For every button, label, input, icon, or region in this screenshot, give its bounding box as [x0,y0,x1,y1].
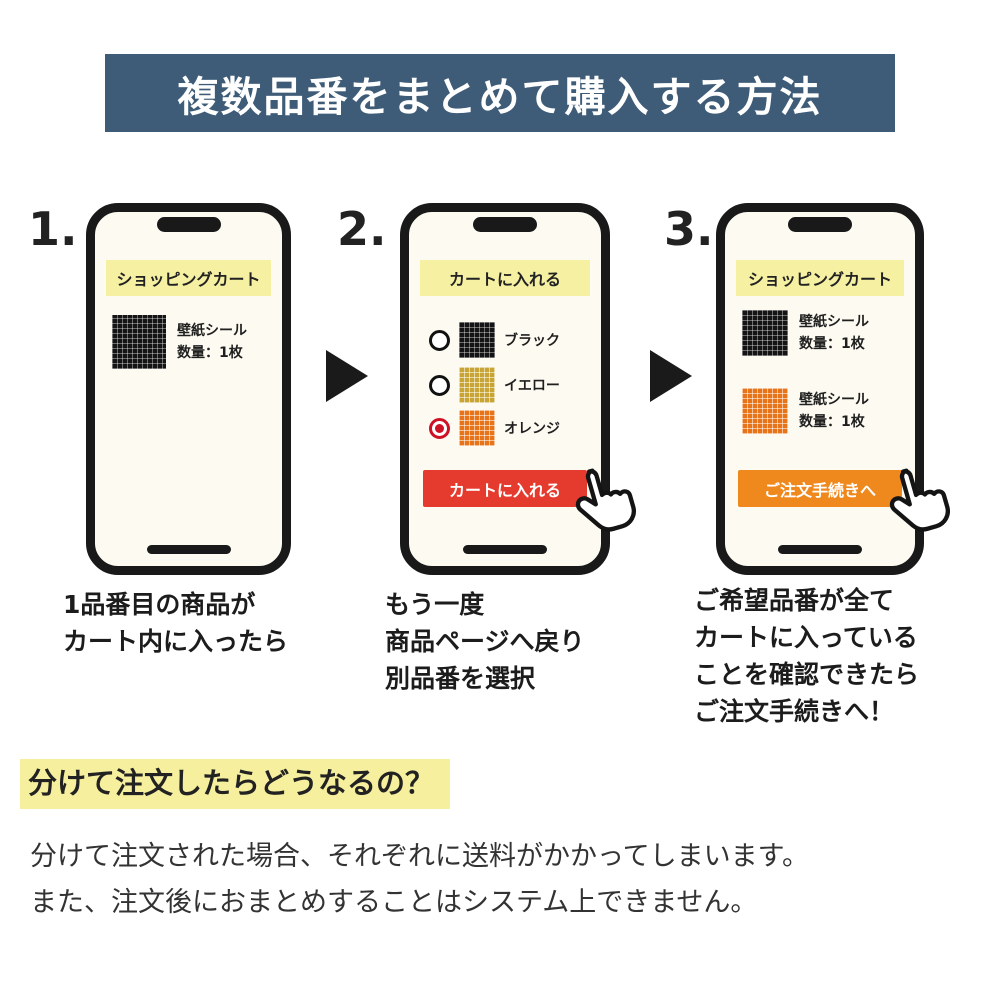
item-qty: 数量：1枚 [799,414,865,430]
step-number-2: 2. [337,202,387,256]
faq-heading: 分けて注文したらどうなるの？ [20,759,451,809]
caption-line: もう一度 [385,590,485,619]
phone-illustration-step1: ショッピングカート 壁紙シール 数量：1枚 [86,203,291,575]
color-option-black[interactable]: ブラック [429,320,560,360]
option-label: イエロー [504,378,560,394]
caption-line: ご注文手続きへ！ [694,697,895,726]
caption-line: 別品番を選択 [385,664,536,693]
step-caption-2: もう一度 商品ページへ戻り 別品番を選択 [385,586,585,697]
caption-line: 1品番目の商品が [63,590,256,619]
phone-illustration-step3: ショッピングカート 壁紙シール 数量：1枚 壁紙シール 数量：1枚 ご注文手続き… [716,203,924,575]
orange-swatch [459,410,495,446]
cart-item-text: 壁紙シール 数量：1枚 [799,311,869,355]
step-number-3: 3. [664,202,714,256]
option-label: オレンジ [504,421,560,437]
add-to-cart-button[interactable]: カートに入れる [423,470,587,507]
item-qty: 数量：1枚 [177,345,243,361]
phone-home-indicator [463,545,547,554]
radio-button-selected[interactable] [429,417,450,439]
cart-header-banner: ショッピングカート [106,260,271,296]
phone-home-indicator [778,545,862,554]
black-swatch [742,310,788,356]
cart-item: 壁紙シール 数量：1枚 [112,315,247,369]
phone-notch [156,217,221,232]
page-title: 複数品番をまとめて購入する方法 [105,54,895,132]
item-name: 壁紙シール [799,392,869,408]
phone-notch [473,217,537,232]
item-name: 壁紙シール [177,323,247,339]
arrow-right-icon [326,350,368,402]
caption-line: 商品ページへ戻り [385,627,585,656]
faq-body: 分けて注文された場合、それぞれに送料がかかってしまいます。 また、注文後におまと… [30,834,809,926]
color-option-orange[interactable]: オレンジ [429,408,560,448]
faq-body-line: 分けて注文された場合、それぞれに送料がかかってしまいます。 [30,841,809,872]
step-number-1: 1. [28,202,78,256]
caption-line: ご希望品番が全て [694,586,895,615]
orange-swatch [742,388,788,434]
yellow-swatch [459,367,495,403]
radio-button[interactable] [429,329,450,351]
black-swatch [112,315,166,369]
color-option-yellow[interactable]: イエロー [429,365,560,405]
add-to-cart-banner: カートに入れる [420,260,590,296]
cart-item: 壁紙シール 数量：1枚 [742,388,869,434]
cart-item-text: 壁紙シール 数量：1枚 [799,389,869,433]
step-caption-1: 1品番目の商品が カート内に入ったら [63,586,288,660]
highlighted-heading: 分けて注文したらどうなるの？ [20,759,451,809]
hand-cursor-icon [575,468,636,532]
black-swatch [459,322,495,358]
item-qty: 数量：1枚 [799,336,865,352]
radio-button[interactable] [429,374,450,396]
caption-line: カートに入っている [694,623,918,652]
arrow-right-icon [650,350,692,402]
checkout-button[interactable]: ご注文手続きへ [738,470,902,507]
phone-notch [788,217,852,232]
phone-illustration-step2: カートに入れる ブラック イエロー オレンジ カートに入れる [400,203,610,575]
caption-line: ことを確認できたら [694,660,920,689]
step-caption-3: ご希望品番が全て カートに入っている ことを確認できたら ご注文手続きへ！ [694,582,919,730]
option-label: ブラック [504,333,560,349]
cart-item-text: 壁紙シール 数量：1枚 [177,320,247,364]
cart-item: 壁紙シール 数量：1枚 [742,310,869,356]
faq-body-line: また、注文後におまとめすることはシステム上できません。 [30,887,758,918]
phone-home-indicator [146,545,231,554]
item-name: 壁紙シール [799,314,869,330]
hand-cursor-icon [889,468,950,532]
cart-header-banner: ショッピングカート [736,260,904,296]
caption-line: カート内に入ったら [63,627,289,656]
